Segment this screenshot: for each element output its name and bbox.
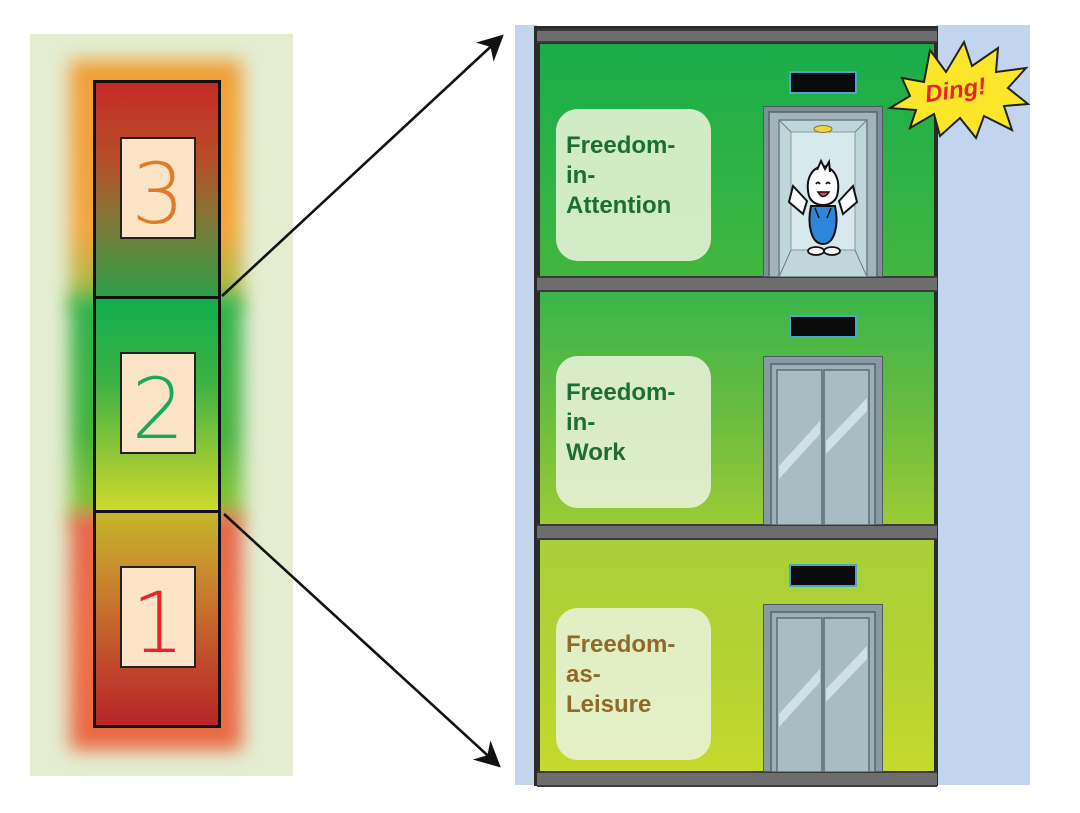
- floor-indicator: [789, 71, 857, 94]
- floor-sign-line: in-: [566, 162, 596, 189]
- floor-sign-line: Freedom-: [566, 379, 676, 406]
- floor-sign-line: as-: [566, 661, 601, 688]
- floor-sign-line: Freedom-: [566, 132, 676, 159]
- ground-slab: [537, 771, 937, 787]
- floor-indicator: [789, 315, 857, 338]
- floor-sign-line: Freedom-: [566, 631, 676, 658]
- floor-sign-work: Freedom- in- Work: [556, 356, 711, 508]
- elevator-closed-icon: [763, 604, 883, 772]
- floor-sign-line: Attention: [566, 192, 672, 219]
- level-1-card: 1: [120, 566, 196, 668]
- floor-slab: [537, 524, 937, 540]
- ding-burst-icon: Ding!: [886, 39, 1030, 141]
- character-icon: [787, 158, 859, 256]
- level-3-number: 3: [131, 146, 184, 239]
- floor-slab: [537, 276, 937, 292]
- floor-sign-attention: Freedom- in- Attention: [556, 109, 711, 261]
- sky-left: [515, 25, 537, 785]
- floor-sign-line: in-: [566, 409, 596, 436]
- level-1-box: [93, 510, 221, 728]
- level-2-card: 2: [120, 352, 196, 454]
- floor-sign-line: Work: [566, 439, 626, 466]
- level-3-card: 3: [120, 137, 196, 239]
- level-1-number: 1: [131, 575, 184, 668]
- sky-right: [936, 25, 1030, 785]
- floor-sign-leisure: Freedom- as- Leisure: [556, 608, 711, 760]
- elevator-open-icon: [763, 106, 883, 277]
- roof-slab: [537, 29, 937, 43]
- floor-sign-line: Leisure: [566, 691, 652, 718]
- floor-indicator: [789, 564, 857, 587]
- elevator-closed-icon: [763, 356, 883, 525]
- level-2-number: 2: [131, 361, 184, 454]
